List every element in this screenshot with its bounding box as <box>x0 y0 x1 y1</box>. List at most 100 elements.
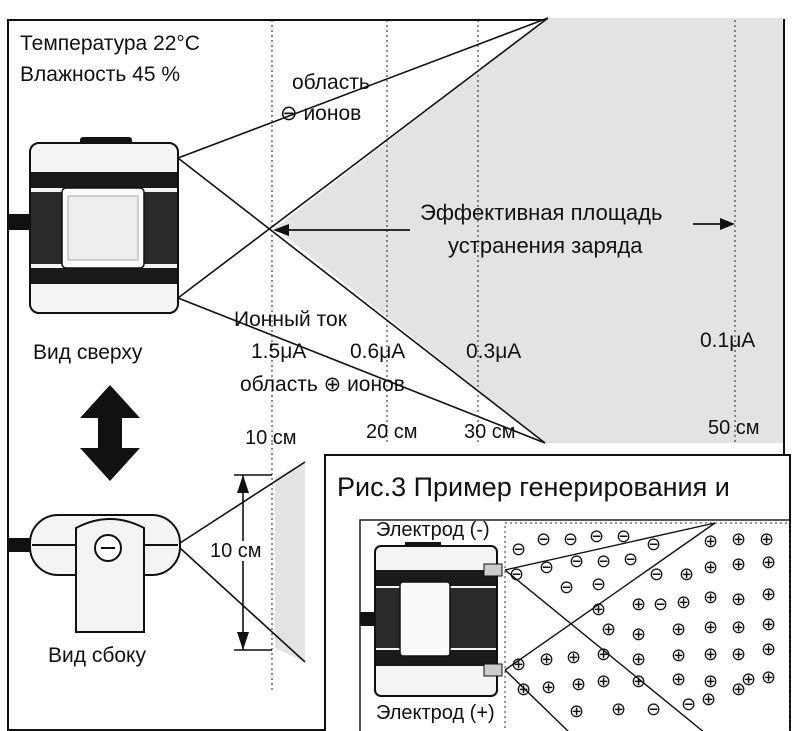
negative-ion-icon: ⊖ <box>653 594 669 614</box>
positive-ion-icon: ⊕ <box>761 639 777 659</box>
figure3-dotted-area <box>504 522 791 731</box>
positive-ion-icon: ⊕ <box>591 599 607 619</box>
negative-ion-icon: ⊖ <box>511 539 527 559</box>
effective-area-label-2: устранения заряда <box>448 233 643 258</box>
positive-ion-icon: ⊕ <box>566 647 582 667</box>
positive-ion-icon: ⊕ <box>761 667 777 687</box>
negative-region-label-1: область <box>292 71 370 94</box>
positive-ion-icon: ⊕ <box>671 645 687 665</box>
positive-ion-icon: ⊕ <box>761 584 777 604</box>
arrowhead-left <box>273 224 289 236</box>
positive-ion-icon: ⊕ <box>741 669 757 689</box>
negative-ion-icon: ⊖ <box>596 551 612 571</box>
ionizer-side-view <box>8 514 181 633</box>
height-label: 10 см <box>210 540 262 562</box>
negative-ion-icon: ⊖ <box>539 557 555 577</box>
positive-ion-icon: ⊕ <box>541 677 557 697</box>
positive-ion-icon: ⊕ <box>611 699 627 719</box>
top-view-caption: Вид сверху <box>33 341 143 364</box>
positive-ion-icon: ⊕ <box>731 529 747 549</box>
negative-ion-icon: ⊖ <box>536 529 552 549</box>
fig3-line-2 <box>504 569 704 731</box>
positive-ion-icon: ⊕ <box>511 654 527 674</box>
positive-ion-icon: ⊕ <box>703 557 719 577</box>
negative-ion-icon: ⊖ <box>623 549 639 569</box>
positive-ion-icon: ⊕ <box>539 649 555 669</box>
positive-ion-icon: ⊕ <box>323 373 342 396</box>
positive-ion-icon: ⊕ <box>631 594 647 614</box>
height-arrowhead-top <box>237 475 249 493</box>
fig3-line-1 <box>504 522 716 571</box>
ionizer-figure3 <box>360 542 503 697</box>
positive-ion-icon: ⊕ <box>731 679 747 699</box>
current-value-2: 0.6μA <box>350 340 406 363</box>
negative-ion-icon: ⊖ <box>616 526 632 546</box>
temperature-label: Температура 22°C <box>20 32 200 55</box>
negative-ion-icon: ⊖ <box>649 564 665 584</box>
distance-label-30: 30 см <box>464 421 516 443</box>
positive-ion-icon: ⊕ <box>631 649 647 669</box>
positive-ion-icon: ⊕ <box>569 701 585 721</box>
positive-ion-icon: ⊕ <box>761 552 777 572</box>
effective-area-shade <box>275 18 783 443</box>
positive-ion-icon: ⊕ <box>679 564 695 584</box>
distance-label-10: 10 см <box>245 427 297 449</box>
distance-label-20: 20 см <box>366 421 418 443</box>
ion-current-label: Ионный ток <box>234 308 347 331</box>
negative-ion-icon: ⊖ <box>646 534 662 554</box>
distance-label-50: 50 см <box>708 417 760 439</box>
positive-region-label: область ⊕ ионов <box>240 373 405 396</box>
height-arrowhead-bottom <box>237 632 249 650</box>
positive-ion-icon: ⊕ <box>596 644 612 664</box>
positive-ion-icon: ⊕ <box>701 689 717 709</box>
negative-ion-icon: ⊖ <box>569 551 585 571</box>
positive-ion-icon: ⊕ <box>596 671 612 691</box>
positive-ion-icon: ⊕ <box>731 589 747 609</box>
negative-ion-icon: ⊖ <box>589 526 605 546</box>
negative-ion-icon: ⊖ <box>591 574 607 594</box>
positive-ion-icon: ⊕ <box>731 617 747 637</box>
negative-ion-icon: ⊖ <box>646 699 662 719</box>
positive-ion-icon: ⊕ <box>676 592 692 612</box>
side-area-shade <box>275 462 305 662</box>
positive-ion-icon: ⊕ <box>516 679 532 699</box>
positive-ion-icon: ⊕ <box>571 674 587 694</box>
current-value-3: 0.3μA <box>466 340 522 363</box>
positive-ion-icon: ⊕ <box>671 669 687 689</box>
positive-ion-icon: ⊕ <box>601 619 617 639</box>
positive-ion-icon: ⊕ <box>631 671 647 691</box>
current-value-4: 0.1μA <box>700 329 756 352</box>
negative-ion-icon: ⊖ <box>681 694 697 714</box>
boundary-line-2 <box>177 17 549 299</box>
figure3-title: Рис.3 Пример генерирования и <box>337 472 730 502</box>
arrowhead-right <box>720 218 735 230</box>
electrode-positive-label: Электрод (+) <box>376 702 495 724</box>
fig3-line-3 <box>504 522 716 671</box>
positive-ion-icon: ⊕ <box>703 617 719 637</box>
positive-ion-icon: ⊕ <box>731 554 747 574</box>
double-arrow-icon <box>80 385 140 481</box>
current-value-1: 1.5μA <box>251 340 307 363</box>
boundary-line-1 <box>177 157 546 444</box>
cone-lower-line <box>177 297 546 444</box>
fig3-line-4 <box>504 669 569 731</box>
positive-ion-icon: ⊕ <box>703 671 719 691</box>
positive-ion-icon: ⊕ <box>631 624 647 644</box>
side-view-caption: Вид сбоку <box>48 644 146 667</box>
ionizer-top-view <box>8 137 179 314</box>
negative-ion-icon: ⊖ <box>563 529 579 549</box>
positive-ion-icon: ⊕ <box>731 644 747 664</box>
positive-ion-icon: ⊕ <box>671 619 687 639</box>
negative-region-label-2: ⊖ ионов <box>280 102 362 125</box>
humidity-label: Влажность 45 % <box>20 63 181 86</box>
electrode-negative-label: Электрод (-) <box>376 519 490 541</box>
figure3-inner-frame <box>359 519 791 731</box>
negative-ion-icon: ⊖ <box>559 577 575 597</box>
negative-ion-icon: ⊖ <box>509 564 525 584</box>
effective-area-label-1: Эффективная площадь <box>420 200 663 225</box>
positive-ion-icon: ⊕ <box>759 529 775 549</box>
positive-ion-icon: ⊕ <box>703 531 719 551</box>
cone-upper-line <box>177 17 549 159</box>
negative-ion-icon: ⊖ <box>280 102 298 125</box>
